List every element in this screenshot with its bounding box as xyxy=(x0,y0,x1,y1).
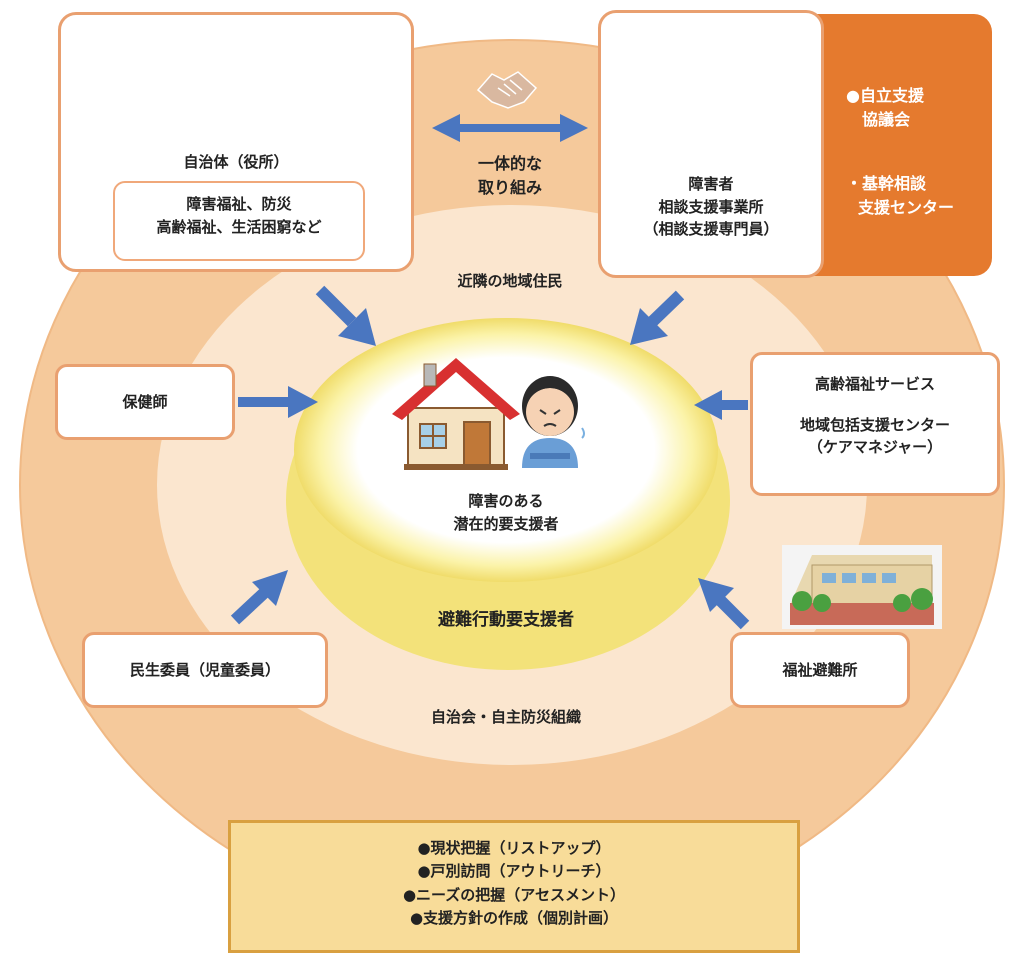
welfare-shelter-box: 福祉避難所 xyxy=(730,632,910,708)
collaboration-line1: 一体的な xyxy=(477,154,542,173)
elderly-services-line1: 高齢福祉サービス xyxy=(814,375,935,393)
step-item: ●支援方針の作成（個別計画） xyxy=(409,908,619,927)
support-council-line2: 協議会 xyxy=(862,110,911,129)
welfare-shelter-label: 福祉避難所 xyxy=(782,661,858,679)
core-consultation-line2: 支援センター xyxy=(858,198,955,217)
community-org-label: 自治会・自主防災組織 xyxy=(430,708,581,726)
consultation-office-box: 障害者 相談支援事業所 （相談支援専門員） xyxy=(598,10,824,278)
step-item: ●戸別訪問（アウトリーチ） xyxy=(417,862,611,881)
inner-disc-top xyxy=(294,318,718,582)
collaboration-line2: 取り組み xyxy=(477,178,542,197)
consultation-line3: （相談支援専門員） xyxy=(643,220,779,238)
handshake-icon xyxy=(476,71,538,109)
welfare-shelter-building-icon xyxy=(782,545,942,629)
process-steps-box: ●現状把握（リストアップ） ●戸別訪問（アウトリーチ） ●ニーズの把握（アセスメ… xyxy=(228,820,800,953)
evacuation-support-label: 避難行動要支援者 xyxy=(438,610,574,630)
welfare-commissioner-label: 民生委員（児童委員） xyxy=(129,661,280,679)
support-council-line1: ●自立支援 xyxy=(846,86,924,105)
neighbors-label: 近隣の地域住民 xyxy=(457,272,563,290)
consultation-line1: 障害者 xyxy=(688,175,734,193)
public-health-nurse-box: 保健師 xyxy=(55,364,235,440)
municipality-fields: 障害福祉、防災 高齢福祉、生活困窮など xyxy=(113,181,365,261)
core-consultation-line1: ・基幹相談 xyxy=(846,174,927,193)
elderly-services-line3: （ケアマネジャー） xyxy=(807,438,943,456)
welfare-commissioner-box: 民生委員（児童委員） xyxy=(82,632,328,708)
municipality-title: 自治体（役所） xyxy=(183,153,289,171)
arrows xyxy=(230,114,750,630)
house-icon xyxy=(392,358,520,470)
municipality-fields-line2: 高齢福祉、生活困窮など xyxy=(156,217,322,236)
elderly-services-line2: 地域包括支援センター xyxy=(799,415,950,434)
center-line1: 障害のある xyxy=(468,492,544,510)
elderly-services-box: 高齢福祉サービス 地域包括支援センター （ケアマネジャー） xyxy=(750,352,1000,496)
step-item: ●ニーズの把握（アセスメント） xyxy=(402,885,626,904)
public-health-nurse-label: 保健師 xyxy=(122,393,168,411)
collaboration-label: 一体的な 取り組み xyxy=(440,152,580,200)
municipality-fields-line1: 障害福祉、防災 xyxy=(186,195,292,213)
center-line2: 潜在的要支援者 xyxy=(453,514,559,533)
consultation-line2: 相談支援事業所 xyxy=(658,197,764,216)
center-label: 障害のある 潜在的要支援者 xyxy=(406,490,606,535)
municipality-box: 自治体（役所） 障害福祉、防災 高齢福祉、生活困窮など xyxy=(58,12,414,272)
worried-person-icon xyxy=(522,376,585,468)
step-item: ●現状把握（リストアップ） xyxy=(417,839,611,857)
